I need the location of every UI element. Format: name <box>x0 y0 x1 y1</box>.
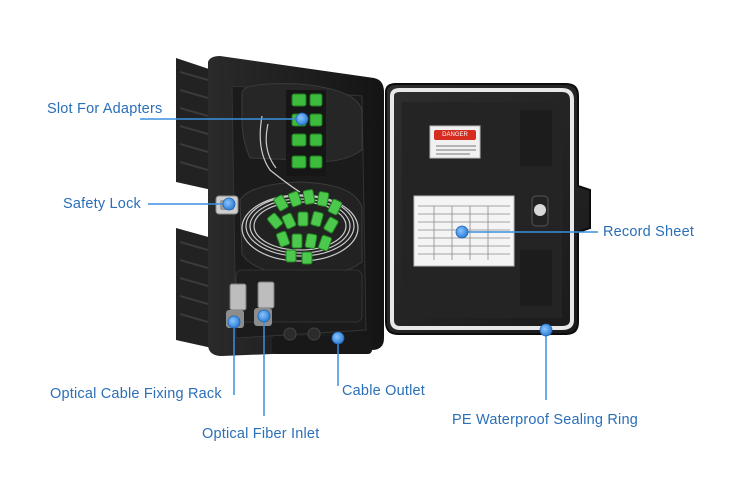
label-record-sheet: Record Sheet <box>603 224 695 240</box>
label-pe-waterproof-sealing-ring: PE Waterproof Sealing Ring <box>452 412 639 428</box>
label-safety-lock: Safety Lock <box>63 196 141 212</box>
mounting-ribs <box>176 58 212 348</box>
danger-sticker-heading: DANGER <box>442 132 468 138</box>
callout-dots <box>222 112 553 345</box>
label-cable-outlet: Cable Outlet <box>342 383 425 399</box>
label-optical-cable-fixing-rack: Optical Cable Fixing Rack <box>50 386 222 402</box>
callout-dot-lock <box>222 197 236 211</box>
callout-dot-ring <box>539 323 553 337</box>
label-slot-for-adapters: Slot For Adapters <box>47 101 163 117</box>
leader-lines <box>140 118 598 416</box>
callout-dot-inlet <box>257 309 271 323</box>
callout-dot-rack <box>227 315 241 329</box>
adapter-cluster <box>266 189 343 265</box>
adapter-slot-top <box>286 90 326 176</box>
label-optical-fiber-inlet: Optical Fiber Inlet <box>202 426 320 442</box>
callout-dot-record <box>455 225 469 239</box>
danger-sticker <box>429 125 481 159</box>
callout-dot-slot <box>295 112 309 126</box>
callout-dot-outlet <box>331 331 345 345</box>
